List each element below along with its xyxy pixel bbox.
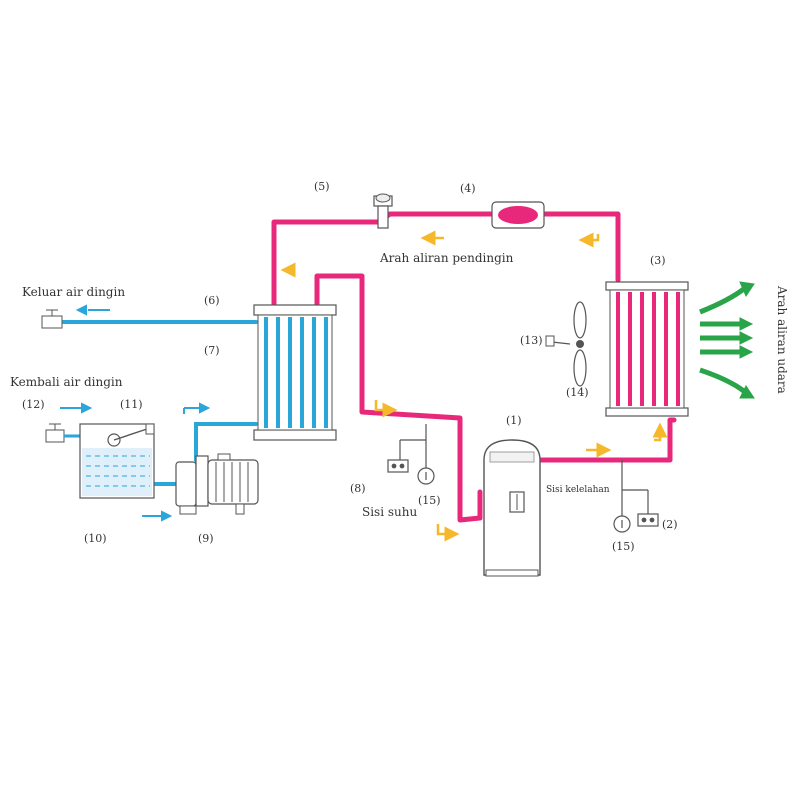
label-6: (6) <box>204 294 220 307</box>
label-15-discharge: (15) <box>612 540 635 553</box>
fan-icon <box>545 301 587 387</box>
sight-glass <box>373 193 393 229</box>
coolant-flow-arrows <box>280 230 668 542</box>
water-tank <box>79 423 155 499</box>
air-flow-arrows <box>699 281 755 399</box>
label-5: (5) <box>314 180 330 193</box>
labels: (1) (2) (3) (4) (5) (6) (7) (8) (9) (10)… <box>10 180 789 553</box>
water-flow-arrows <box>60 304 211 522</box>
label-3: (3) <box>650 254 666 267</box>
label-1: (1) <box>506 414 522 427</box>
valve-icon <box>41 309 63 329</box>
label-9: (9) <box>198 532 214 545</box>
return-valve-icon <box>45 423 80 443</box>
coolant-flow-label: Arah aliran pendingin <box>379 251 514 265</box>
label-14: (14) <box>566 386 589 399</box>
compressor <box>483 439 541 577</box>
label-8: (8) <box>350 482 366 495</box>
label-15-suction: (15) <box>418 494 441 507</box>
condenser <box>605 281 689 417</box>
filter-drier <box>491 201 545 229</box>
chilled-water-return-label: Kembali air dingin <box>10 375 123 389</box>
fatigue-side-label: Sisi kelelahan <box>546 485 610 495</box>
label-2: (2) <box>662 518 678 531</box>
label-13: (13) <box>520 334 543 347</box>
air-flow-label: Arah aliran udara <box>775 285 789 394</box>
temperature-side-label: Sisi suhu <box>362 505 417 519</box>
water-pump <box>175 453 259 515</box>
label-4: (4) <box>460 182 476 195</box>
evaporator <box>253 304 337 441</box>
label-10: (10) <box>84 532 107 545</box>
suction-gauge-assembly <box>387 424 435 485</box>
discharge-gauge-assembly <box>613 460 659 533</box>
label-12: (12) <box>22 398 45 411</box>
label-11: (11) <box>120 398 143 411</box>
label-7: (7) <box>204 344 220 357</box>
chilled-water-out-label: Keluar air dingin <box>22 285 125 299</box>
